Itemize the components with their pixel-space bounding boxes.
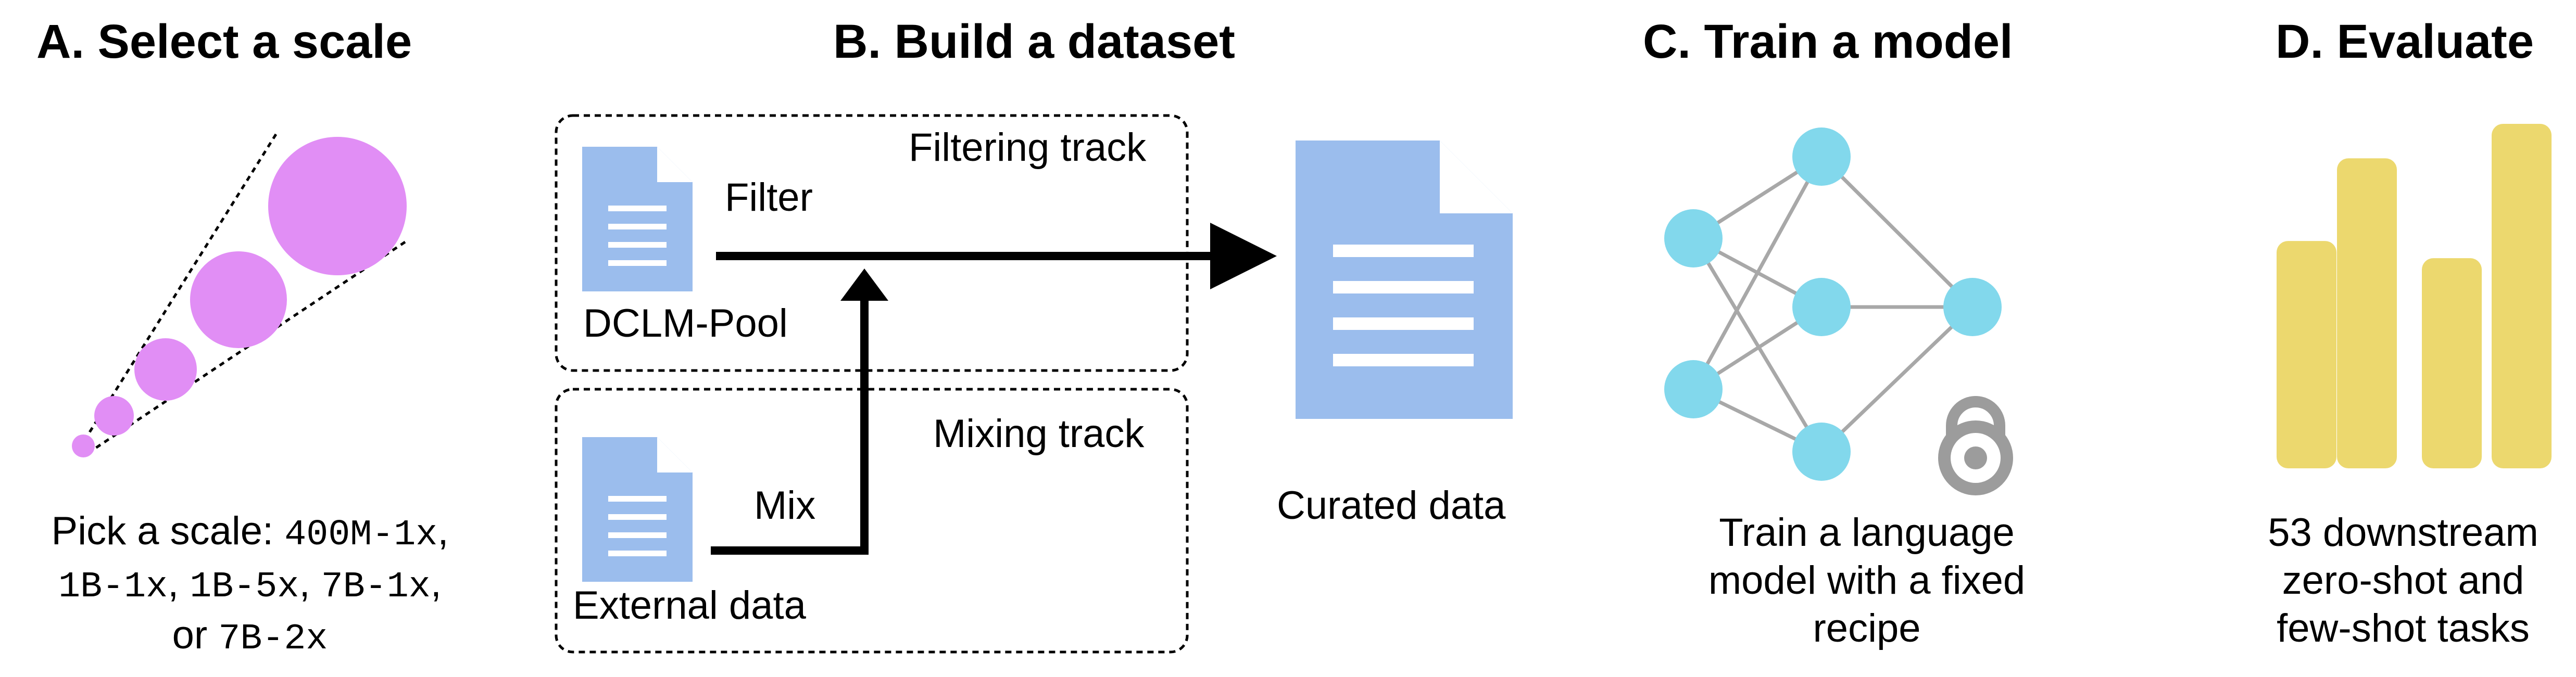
scale-caption-line-2: 1B-1x, 1B-5x, 7B-1x, (10, 559, 489, 611)
nn-node (1792, 127, 1851, 186)
evaluation-bar (2277, 241, 2336, 468)
evaluate-caption-line: few-shot tasks (2277, 606, 2530, 650)
scale-circle-7b-2x (268, 137, 407, 275)
scale-circle-400m (72, 435, 95, 457)
external-data-doc-icon (582, 437, 693, 582)
evaluation-bar (2422, 258, 2482, 468)
separator: , (430, 561, 442, 605)
nn-node (1664, 360, 1723, 418)
mix-arrowhead (840, 269, 888, 301)
evaluate-caption-line: zero-shot and (2282, 558, 2524, 603)
scale-circle-1b-1x (94, 396, 134, 436)
curated-data-doc-icon (1296, 140, 1513, 419)
dclm-pool-doc-icon (582, 147, 693, 291)
filtering-track-box (555, 114, 1189, 372)
evaluation-bars (2277, 124, 2552, 468)
scale-circle-7b-1x (190, 251, 287, 348)
mixing-track-box (555, 388, 1189, 654)
scale-circles (72, 133, 407, 457)
lock-icon (1938, 396, 2013, 495)
filter-label: Filter (725, 175, 813, 220)
evaluate-caption: 53 downstream zero-shot and few-shot tas… (2234, 509, 2572, 653)
scale-option-7b-2x: 7B-2x (218, 619, 328, 660)
separator: , (168, 561, 179, 605)
section-a-title: A. Select a scale (36, 15, 412, 68)
train-caption-line: recipe (1813, 606, 1921, 650)
separator: , (437, 509, 449, 553)
external-data-label: External data (573, 583, 806, 628)
mix-arrow-path (711, 291, 869, 555)
evaluate-caption-line: 53 downstream (2268, 510, 2539, 555)
filtering-track-label: Filtering track (909, 125, 1147, 170)
dclm-pool-label: DCLM-Pool (583, 301, 788, 346)
nn-node (1792, 278, 1851, 336)
scale-caption-line-1: Pick a scale: 400M-1x, (10, 507, 489, 559)
section-c-title: C. Train a model (1643, 15, 2013, 68)
curated-data-label: Curated data (1277, 483, 1506, 528)
nn-node (1943, 278, 2002, 336)
scale-caption-prefix: Pick a scale: (51, 509, 274, 553)
train-caption-line: Train a language (1719, 510, 2015, 555)
nn-node (1792, 423, 1851, 481)
section-b-title: B. Build a dataset (833, 15, 1235, 68)
scale-option-1b-5x: 1B-5x (190, 567, 299, 608)
train-caption: Train a language model with a fixed reci… (1664, 509, 2070, 653)
nn-node (1664, 209, 1723, 267)
neural-network-icon (1664, 127, 2002, 481)
scale-caption: Pick a scale: 400M-1x, 1B-1x, 1B-5x, 7B-… (10, 507, 489, 663)
scale-caption-line-3: or 7B-2x (10, 611, 489, 663)
scale-caption-or: or (172, 613, 208, 657)
scale-circle-1b-5x (134, 338, 197, 401)
scale-option-7b-1x: 7B-1x (321, 567, 431, 608)
mixing-track-label: Mixing track (933, 412, 1145, 456)
mix-label: Mix (754, 483, 816, 528)
scale-option-1b-1x: 1B-1x (58, 567, 168, 608)
train-caption-line: model with a fixed (1708, 558, 2026, 603)
separator: , (299, 561, 310, 605)
scale-option-400m-1x: 400M-1x (284, 515, 438, 556)
evaluation-bar (2337, 158, 2397, 468)
evaluation-bar (2492, 124, 2552, 468)
cone-upper-line (81, 133, 278, 445)
section-d-title: D. Evaluate (2276, 15, 2534, 68)
cone-lower-line (84, 240, 406, 456)
